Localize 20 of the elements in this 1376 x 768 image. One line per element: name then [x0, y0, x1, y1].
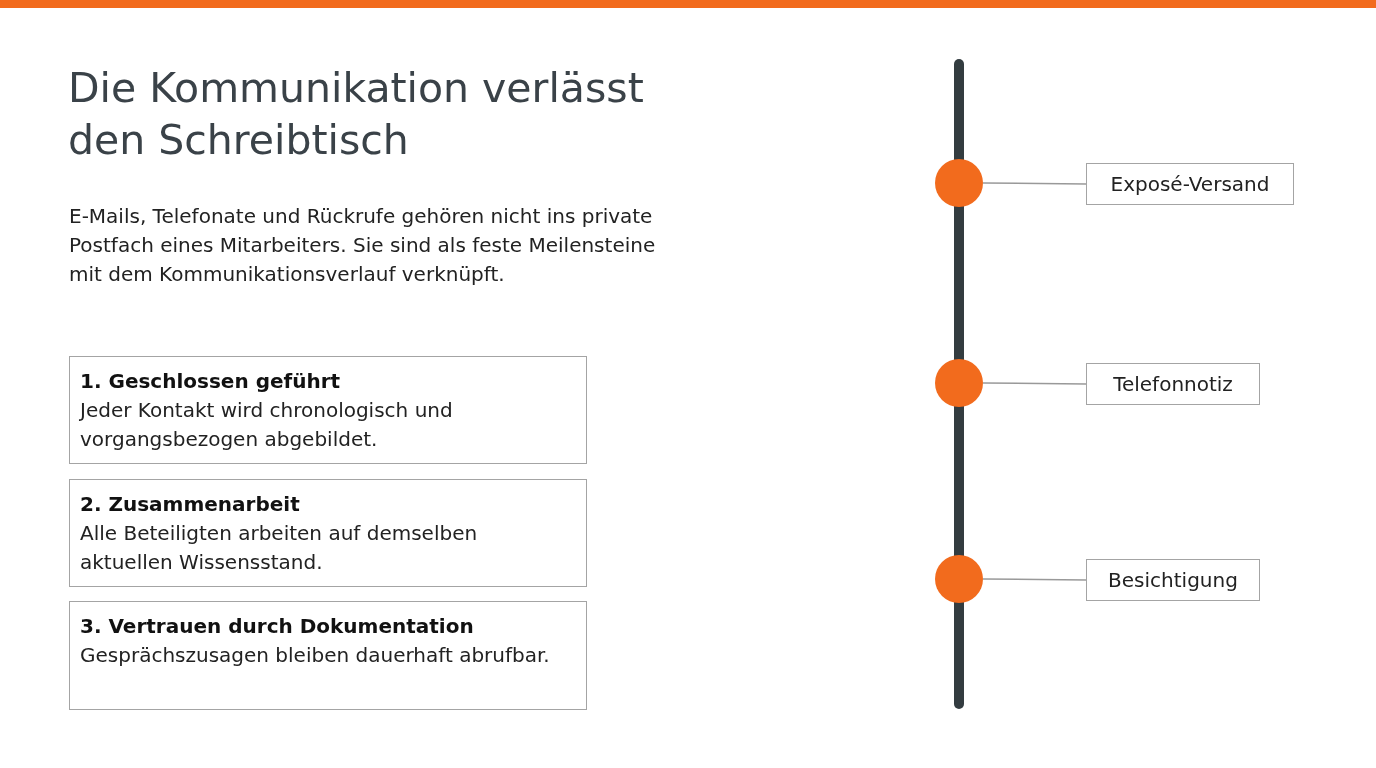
card-text: Gesprächszusagen bleiben dauerhaft abrufbar.: [80, 642, 551, 669]
intro-paragraph: E-Mails, Telefonate und Rückrufe gehören nicht ins private Postfach eines Mitarbeiters. Sie sind als feste Meilensteine mit dem Kommunikationsverlauf verknüpft.: [69, 203, 657, 288]
milestone-label: Exposé-Versand: [1086, 163, 1294, 205]
info-card: [69, 356, 587, 464]
timeline-milestone-dot: [935, 359, 983, 407]
card-heading: 2. Zusammenarbeit: [80, 491, 301, 518]
timeline-milestone-dot: [935, 555, 983, 603]
card-heading: 3. Vertrauen durch Dokumentation: [80, 613, 475, 640]
connector-line: [982, 382, 1087, 385]
info-card: [69, 479, 587, 587]
info-card: [69, 601, 587, 710]
card-heading: 1. Geschlossen geführt: [80, 368, 342, 395]
card-text: Jeder Kontakt wird chronologisch und vorgangsbezogen abgebildet.: [80, 397, 454, 453]
connector-line: [982, 182, 1087, 185]
slide-title: Die Kommunikation verlässt den Schreibtisch: [68, 63, 645, 166]
card-text: Alle Beteiligten arbeiten auf demselben aktuellen Wissensstand.: [80, 520, 479, 576]
timeline-milestone-dot: [935, 159, 983, 207]
milestone-label: Besichtigung: [1086, 559, 1260, 601]
milestone-label: Telefonnotiz: [1086, 363, 1260, 405]
connector-line: [982, 578, 1087, 581]
